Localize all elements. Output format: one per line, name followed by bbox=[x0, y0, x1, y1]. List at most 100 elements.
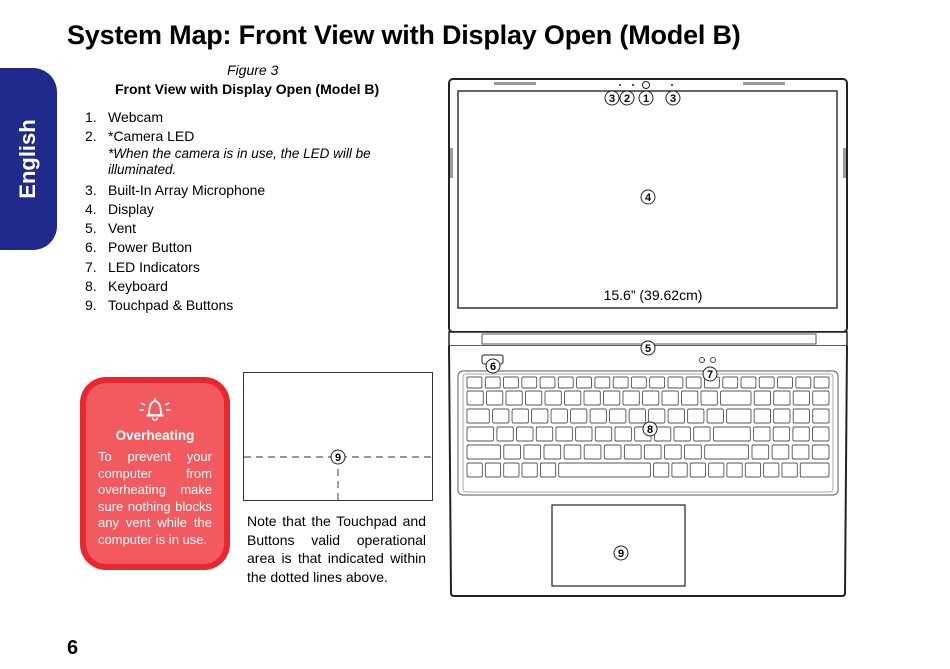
keyboard-key bbox=[685, 376, 702, 389]
keyboard-key bbox=[791, 444, 810, 460]
screen-size-label: 15.6” (39.62cm) bbox=[604, 287, 703, 303]
keyboard-key bbox=[664, 444, 682, 460]
laptop-diagram: 3 2 1 3 4 5 6 7 8 9 15.6” (39.62cm) bbox=[446, 76, 850, 605]
keyboard-key bbox=[609, 408, 627, 424]
callout-vent: 5 bbox=[640, 340, 656, 356]
keyboard-key bbox=[623, 444, 642, 460]
svg-text:3: 3 bbox=[670, 93, 676, 105]
warning-title: Overheating bbox=[115, 428, 195, 443]
keyboard-key bbox=[484, 376, 501, 389]
keyboard-key bbox=[612, 376, 629, 389]
keyboard-key bbox=[773, 390, 791, 406]
keyboard-key bbox=[511, 408, 529, 424]
keyboard-key bbox=[576, 376, 592, 389]
keyboard-key bbox=[492, 408, 510, 424]
keyboard-key bbox=[744, 462, 762, 478]
keyboard-key bbox=[667, 376, 684, 389]
callout-display: 4 bbox=[640, 189, 656, 205]
list-item: 5.Vent bbox=[85, 220, 137, 237]
keyboard-key bbox=[583, 390, 601, 406]
keyboard-key bbox=[525, 390, 543, 406]
keyboard-key bbox=[563, 444, 582, 460]
touchpad-callout: 9 bbox=[335, 452, 341, 464]
keyboard-key bbox=[535, 426, 554, 442]
keyboard-key bbox=[594, 426, 613, 442]
figure-caption: Front View with Display Open (Model B) bbox=[115, 81, 380, 97]
keyboard-key bbox=[466, 462, 483, 478]
keyboard-key bbox=[531, 408, 549, 424]
keyboard-key bbox=[799, 462, 830, 478]
keyboard-key bbox=[706, 408, 724, 424]
callout-camera-led: 2 bbox=[619, 90, 635, 106]
keyboard-key bbox=[722, 376, 739, 389]
keyboard-key bbox=[521, 376, 538, 389]
keyboard-key bbox=[539, 462, 557, 478]
keyboard-key bbox=[628, 408, 646, 424]
keyboard-key bbox=[544, 390, 562, 406]
keyboard-key bbox=[466, 444, 501, 460]
keyboard-key bbox=[466, 390, 484, 406]
keyboard-key bbox=[771, 444, 790, 460]
keyboard-key bbox=[466, 426, 495, 442]
page-title: System Map: Front View with Display Open… bbox=[67, 20, 741, 50]
touchpad-diagram: 9 bbox=[243, 372, 433, 507]
keyboard-key bbox=[753, 426, 771, 442]
keyboard-key bbox=[642, 390, 660, 406]
keyboard-key bbox=[539, 376, 556, 389]
keyboard-key bbox=[648, 408, 666, 424]
keyboard-key bbox=[811, 444, 830, 460]
keyboard-key bbox=[753, 390, 771, 406]
keyboard-key bbox=[516, 426, 534, 442]
keyboard-key bbox=[740, 376, 757, 389]
svg-text:6: 6 bbox=[490, 361, 496, 373]
keyboard-key bbox=[505, 390, 523, 406]
svg-text:9: 9 bbox=[618, 548, 624, 560]
keyboard-key bbox=[812, 426, 830, 442]
callout-mic-left: 3 bbox=[604, 90, 620, 106]
touchpad-note: Note that the Touchpad and Buttons valid… bbox=[247, 513, 426, 585]
keyboard-key bbox=[496, 426, 514, 442]
callout-led: 7 bbox=[702, 366, 718, 382]
keyboard-key bbox=[673, 426, 691, 442]
keyboard-key bbox=[558, 462, 651, 478]
keyboard-key bbox=[726, 408, 752, 424]
keyboard-key bbox=[630, 376, 647, 389]
svg-text:7: 7 bbox=[707, 369, 713, 381]
list-item: 2.*Camera LED bbox=[85, 128, 195, 145]
keyboard-key bbox=[523, 444, 542, 460]
keyboard-key bbox=[700, 390, 718, 406]
keyboard-key bbox=[795, 376, 812, 389]
keyboard-key bbox=[812, 390, 830, 406]
keyboard-key bbox=[813, 376, 830, 389]
keyboard-key bbox=[661, 390, 679, 406]
keyboard-key bbox=[777, 376, 793, 389]
svg-text:8: 8 bbox=[647, 424, 653, 436]
keyboard-key bbox=[712, 426, 751, 442]
keyboard-key bbox=[521, 462, 538, 478]
keyboard-key bbox=[466, 376, 483, 389]
callout-touchpad: 9 bbox=[613, 545, 629, 561]
keyboard-key bbox=[781, 462, 798, 478]
keyboard-key bbox=[543, 444, 562, 460]
list-item: 7.LED Indicators bbox=[85, 258, 200, 275]
keyboard-key bbox=[693, 426, 711, 442]
figure-label: Figure 3 bbox=[227, 62, 279, 78]
svg-text:1: 1 bbox=[643, 93, 649, 105]
keyboard-key bbox=[792, 426, 810, 442]
keyboard-key bbox=[812, 408, 830, 424]
keyboard-key bbox=[720, 390, 752, 406]
keyboard-key bbox=[484, 462, 502, 478]
keyboard-key bbox=[684, 444, 702, 460]
svg-text:5: 5 bbox=[645, 343, 651, 355]
keyboard-key bbox=[751, 444, 770, 460]
alarm-bell-icon bbox=[86, 395, 224, 428]
keyboard-key bbox=[486, 390, 504, 406]
keyboard-key bbox=[704, 444, 750, 460]
callout-keyboard: 8 bbox=[642, 421, 658, 437]
keyboard-key bbox=[614, 426, 632, 442]
keyboard-key bbox=[681, 390, 699, 406]
list-item: 3.Built-In Array Microphone bbox=[85, 181, 266, 198]
keyboard-key bbox=[689, 462, 706, 478]
callout-webcam: 1 bbox=[638, 90, 654, 106]
keyboard-key bbox=[763, 462, 780, 478]
